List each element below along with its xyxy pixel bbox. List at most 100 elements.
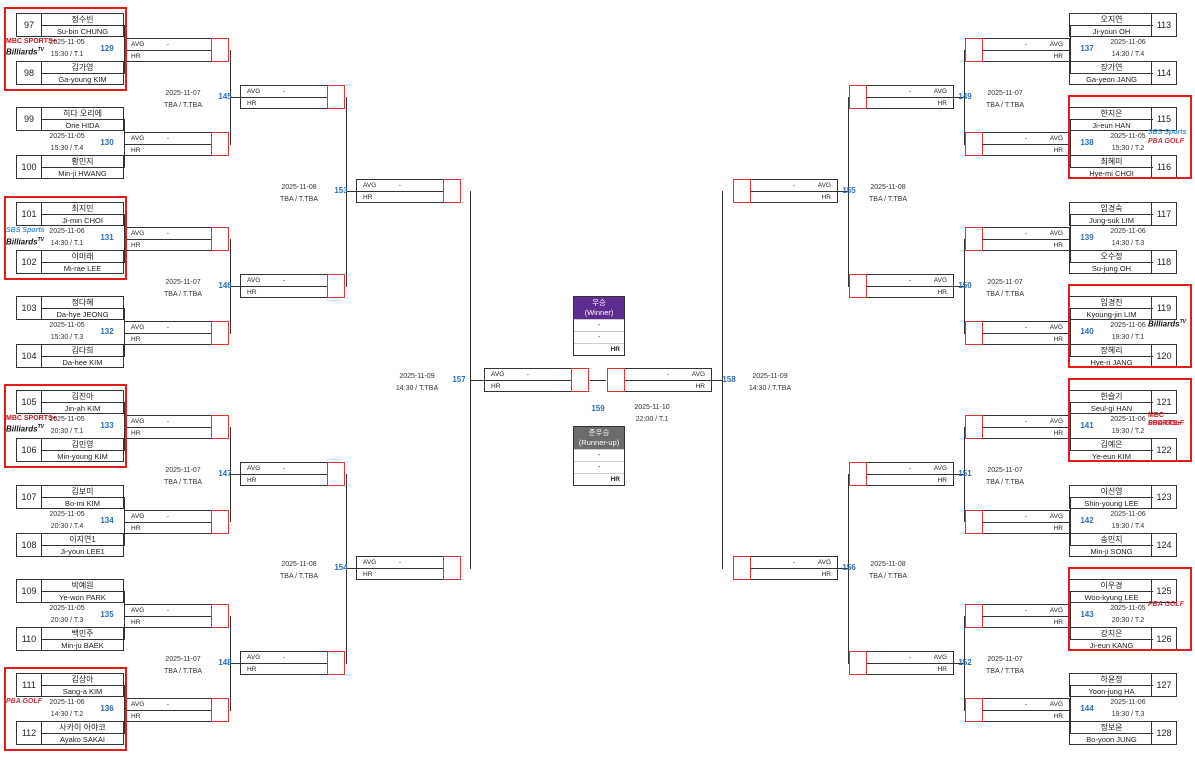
score-box[interactable]: AVG-HR [965, 603, 1070, 628]
hr-row: HR [125, 711, 211, 722]
player-name-ko: 임경숙 [1070, 203, 1153, 215]
match-number[interactable]: 155 [842, 186, 856, 195]
score-box[interactable]: AVG-HR [124, 415, 229, 440]
score-box[interactable]: AVG-HR [356, 179, 461, 203]
score-box[interactable]: AVG-HR [849, 462, 954, 487]
match-number[interactable]: 148 [218, 657, 232, 667]
score-box[interactable]: AVG-HR [849, 85, 954, 109]
score-box[interactable]: AVG-HR [240, 650, 345, 675]
score-box[interactable]: AVG-HR [240, 85, 345, 109]
player-seed: 104 [17, 344, 42, 367]
score-box[interactable]: AVG-HR [124, 320, 229, 345]
score-cell [965, 320, 983, 345]
match-number[interactable]: 130 [100, 138, 114, 148]
score-box[interactable]: AVG-HR [356, 556, 461, 580]
score-box[interactable]: AVG-HR [124, 226, 229, 251]
match-number[interactable]: 144 [1080, 704, 1094, 714]
match-number[interactable]: 143 [1080, 609, 1094, 619]
score-box[interactable]: AVG-HR [124, 38, 229, 62]
match-number[interactable]: 140 [1080, 326, 1094, 336]
score-box[interactable]: AVG-HR [965, 509, 1070, 534]
score-box[interactable]: AVG-HR [733, 179, 838, 203]
score-box[interactable]: AVG-HR [124, 509, 229, 534]
match-number[interactable]: 142 [1080, 515, 1094, 525]
match-time: 19:30 / T.3 [1111, 711, 1145, 719]
score-box[interactable]: AVG-HR [733, 556, 838, 580]
match-number[interactable]: 151 [958, 469, 972, 479]
match-number[interactable]: 138 [1080, 138, 1094, 148]
player-seed: 103 [17, 296, 42, 319]
match-number[interactable]: 131 [100, 232, 114, 242]
match-number[interactable]: 159 [591, 404, 605, 413]
match-number[interactable]: 132 [100, 326, 114, 336]
match-number[interactable]: 158 [722, 375, 736, 384]
score-box[interactable]: AVG-HR [965, 132, 1070, 157]
match-number[interactable]: 149 [958, 92, 972, 101]
score-box[interactable]: AVG-HR [965, 226, 1070, 251]
match-number[interactable]: 152 [958, 657, 972, 667]
score-box[interactable]: AVG-HR [484, 368, 589, 392]
score-box[interactable]: AVG-HR [965, 38, 1070, 62]
match-number[interactable]: 135 [100, 609, 114, 619]
score-box[interactable]: AVG-HR [849, 650, 954, 675]
match-number[interactable]: 153 [334, 186, 348, 195]
match-number[interactable]: 147 [218, 469, 232, 479]
score-box[interactable]: AVG-HR [240, 273, 345, 298]
match-number[interactable]: 156 [842, 563, 856, 572]
score-box[interactable]: AVG-HR [965, 415, 1070, 440]
match-number[interactable]: 154 [334, 563, 348, 572]
score-box[interactable]: AVG-HR [849, 273, 954, 298]
match-number[interactable]: 150 [958, 280, 972, 290]
score-box[interactable]: AVG-HR [965, 698, 1070, 723]
score-box[interactable]: AVG-HR [965, 320, 1070, 345]
score-box[interactable]: AVG-HR [240, 462, 345, 487]
match-number[interactable]: 141 [1080, 421, 1094, 431]
match-number[interactable]: 145 [218, 92, 232, 101]
score-box[interactable]: AVG-HR [124, 603, 229, 628]
match-number[interactable]: 146 [218, 280, 232, 290]
match-number[interactable]: 137 [1080, 44, 1094, 53]
match-number[interactable]: 157 [452, 375, 466, 384]
match-number[interactable]: 136 [100, 704, 114, 714]
match-number[interactable]: 129 [100, 44, 114, 53]
match-number[interactable]: 133 [100, 421, 114, 431]
score-box[interactable]: AVG-HR [124, 132, 229, 157]
broadcast-highlight [4, 667, 127, 752]
score-box[interactable]: AVG-HR [124, 698, 229, 723]
player-seed: 128 [1151, 722, 1176, 745]
match-number[interactable]: 139 [1080, 232, 1094, 242]
score-box[interactable]: AVG-HR [607, 368, 712, 392]
match-number[interactable]: 134 [100, 515, 114, 525]
